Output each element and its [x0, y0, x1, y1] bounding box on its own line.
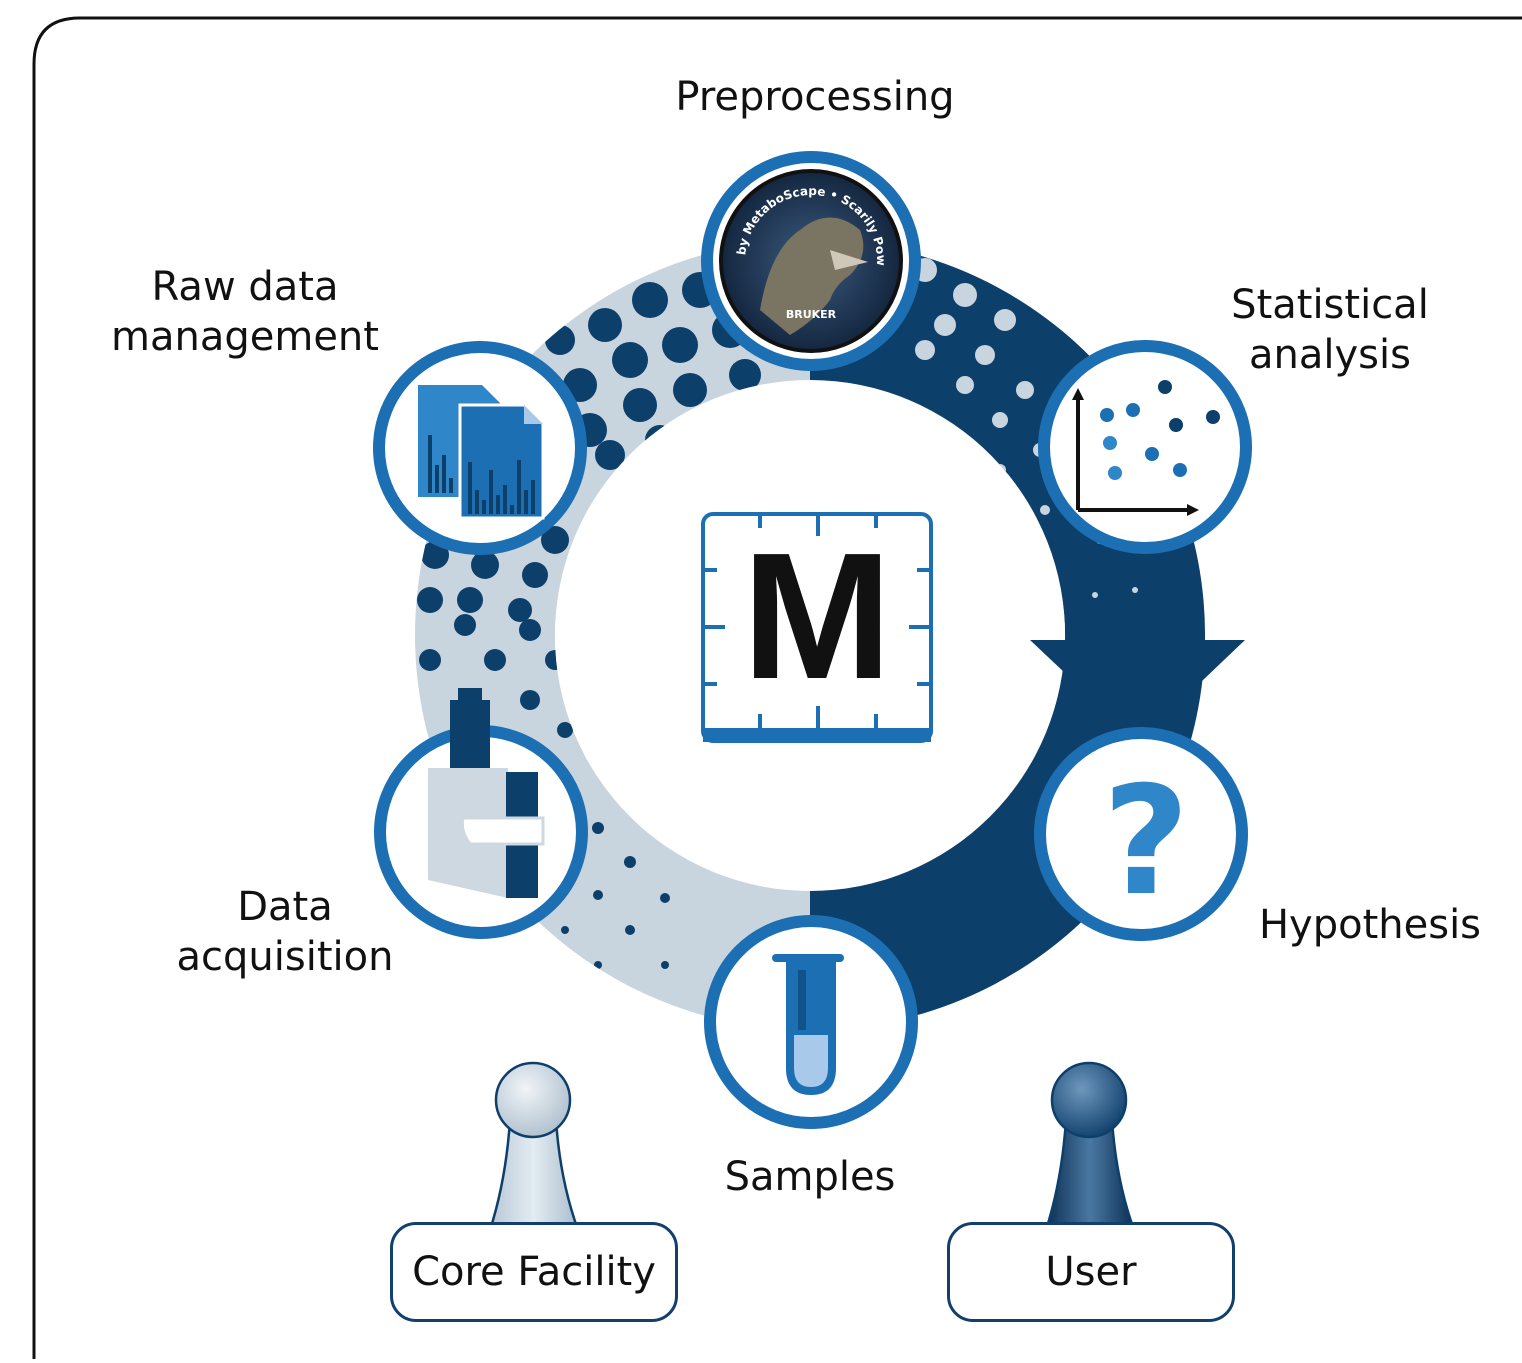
- cycle-arrowhead: [1030, 640, 1245, 742]
- data-acquisition-node: [374, 688, 588, 939]
- user-badge: User: [947, 1222, 1235, 1322]
- light-pawn-icon: [488, 1061, 580, 1232]
- label-samples: Samples: [724, 1154, 896, 1200]
- documents-icon: [418, 385, 545, 520]
- seal-text: T-ReX by MetaboScape • Scarily Powerful: [0, 0, 888, 266]
- hypothesis-node: ?: [1034, 727, 1248, 941]
- label-raw-data-line1: Raw data: [151, 264, 339, 310]
- mass-spectrometer-icon: [428, 688, 545, 898]
- center-logo-letter: M: [742, 516, 892, 717]
- label-preprocessing: Preprocessing: [675, 74, 955, 120]
- label-data-acquisition-line1: Data: [237, 884, 333, 930]
- svg-text:T-ReX by MetaboScape • Scarily: T-ReX by MetaboScape • Scarily Powerful: [0, 0, 888, 266]
- label-hypothesis: Hypothesis: [1258, 902, 1482, 948]
- statistical-node: [1038, 340, 1252, 554]
- label-raw-data-line2: management: [111, 314, 379, 360]
- seal-brand: BRUKER: [786, 308, 837, 321]
- scatter-plot-icon: [1072, 380, 1220, 516]
- outer-frame: [32, 16, 1522, 1359]
- dark-pawn-icon: [1044, 1061, 1136, 1232]
- samples-node: [704, 915, 918, 1129]
- label-data-acquisition-line2: acquisition: [176, 934, 394, 980]
- metaboscape-logo-icon: M: [701, 512, 933, 743]
- question-mark-icon: ?: [1102, 755, 1189, 929]
- label-statistical-line1: Statistical: [1231, 282, 1429, 328]
- test-tube-icon: [772, 954, 844, 1095]
- core-facility-badge: Core Facility: [390, 1222, 678, 1322]
- label-statistical-line2: analysis: [1249, 332, 1411, 378]
- raw-data-node: [373, 341, 587, 555]
